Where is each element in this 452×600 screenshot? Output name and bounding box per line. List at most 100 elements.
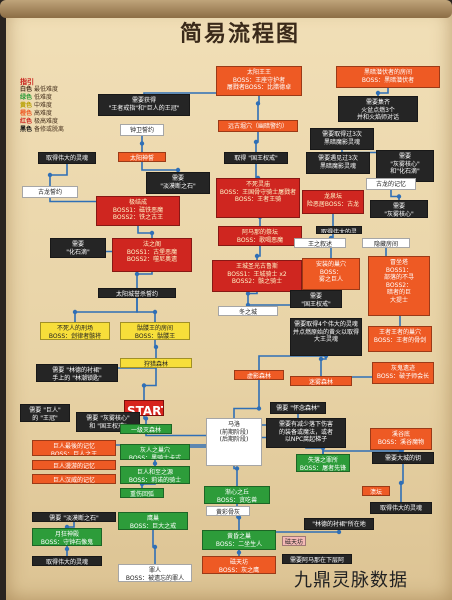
flow-node-prince: 王城圣光古鲁斯 BOSS1：王城骑士 x2 BOSS2：骸之骑士	[212, 260, 302, 292]
flow-node-smelter: 冒坐塔 BOSS1： 部落的不寻 BOSS2： 暗者的巨 大提士	[368, 256, 430, 316]
flow-node-dark-path: 远古堀穴（幽暗警约）	[218, 120, 298, 132]
connector-joint	[236, 550, 242, 555]
legend-color-name: 橙色	[20, 110, 33, 117]
legend-meaning: 中难度	[34, 102, 53, 109]
flow-node-sun-king: 太阳王王 BOSS：王座守护者 屠戮者BOSS：比腊德卓	[216, 66, 302, 96]
legend-color-name: 白色	[20, 86, 33, 93]
connector-joint	[141, 383, 147, 388]
connector-joint	[64, 546, 70, 552]
flow-node-stone-gate: 王之叙述	[294, 238, 346, 248]
connector-joint	[236, 515, 242, 520]
flow-node-majula: 马洛 (前期阶段) (后期阶段)	[206, 418, 262, 466]
connector-joint	[149, 230, 155, 236]
flow-node-need-giant2: 需要 "巨人" 的 "王冠"	[20, 404, 70, 422]
flow-node-sinner: 黄昏之巢 BOSS：二坐生人	[202, 530, 276, 550]
flow-node-lost-forest: 巨人和至之源 BOSS：莉诺的骑士	[120, 466, 190, 484]
flow-node-need-giant: 需要 "国王权戒"	[290, 290, 342, 308]
flow-node-ash-hall: 渐心之丘 BOSS：贪吃兽	[204, 486, 270, 504]
flow-node-waste: 重伤回弧	[120, 488, 164, 498]
flow-node-lost-sin: 失落之罪所 BOSS：屠者先锋	[296, 454, 350, 472]
flow-node-shrine: 黄彩骨灰	[206, 506, 250, 516]
legend-meaning: 低难度	[34, 94, 53, 101]
connector-joint	[375, 90, 381, 96]
legend-row: 黄色中难度	[20, 102, 84, 110]
flow-node-giant-mem3: 巨人汉威的记忆	[32, 474, 116, 484]
flow-node-dragon-shrine: 龙泉坛 险恶居BOSS：古龙	[302, 190, 364, 214]
legend: 指引 白色最低难度 绿色低难度 黄色中难度 橙色高难度 红色极高难度 黑色备修或…	[20, 78, 84, 134]
flow-node-hidden-room: 隐藏房间	[362, 238, 410, 248]
flow-node-need-stair: 需要阿马那在下层阿	[282, 554, 352, 564]
watermark: 九鼎灵脉数据	[294, 570, 408, 591]
connector-joint	[152, 309, 158, 315]
flow-node-ruler-forest: 狩猎森林	[120, 358, 192, 368]
flow-node-cutlass: 灰鬼遗迹 BOSS：破子师会长	[372, 362, 434, 384]
flow-node-ant-dark: 磁天坊	[282, 536, 306, 546]
flow-node-guard-pledge: 钟卫誓约	[120, 124, 164, 136]
flow-node-shallow-ash: 需要 "淡漠断之石"	[146, 172, 210, 194]
flow-node-ice-core: 需要遇见过3次 黑暗魔影灵魂	[306, 152, 370, 174]
flow-node-gutter: 取得伟大的灵魂	[32, 556, 102, 566]
flow-node-need-rose: "林德的衬裙"所在地	[304, 518, 374, 530]
legend-meaning: 最低难度	[34, 86, 59, 93]
flow-node-gray-core: 需要 "灰雾核心" 和"化石滴"	[376, 150, 434, 182]
legend-color-name: 黑色	[20, 126, 33, 133]
flow-node-lib-room: 鹰巢 BOSS：巨大之戒	[118, 512, 188, 530]
connector-joint	[234, 466, 240, 471]
flow-node-deep-forest: 虚影森林	[234, 370, 284, 380]
flow-node-winter: 冬之城	[218, 306, 278, 316]
connector-joint	[245, 291, 251, 296]
legend-row: 白色最低难度	[20, 86, 84, 94]
legend-meaning: 高难度	[34, 110, 53, 117]
connector-joint	[398, 480, 404, 486]
connector-joint	[152, 461, 158, 466]
connector-joint	[152, 544, 158, 550]
flow-node-need-core2: 需要 "灰雾核心"	[370, 200, 428, 218]
flow-node-dark-path2: 需要取得过3次 黑暗魔影灵魂	[310, 128, 374, 150]
flow-node-falling: 溃坛	[362, 486, 390, 496]
flow-node-quarry: 取得伟大的灵魂	[370, 502, 432, 514]
flow-node-need-lib: 需要 "淡漠断之石"	[32, 512, 116, 522]
connector-joint	[143, 416, 149, 421]
connector-joint	[256, 406, 262, 411]
connector-joint	[72, 309, 78, 315]
flow-node-smelter-room: 安装的巢穴 BOSS： 雾之巨人	[302, 258, 360, 290]
page-title: 简易流程图	[179, 22, 300, 47]
connector-joint	[336, 529, 342, 535]
connector-joint	[139, 141, 145, 146]
connector-joint	[254, 253, 260, 259]
legend-color-name: 红色	[20, 118, 33, 125]
legend-color-name: 绿色	[20, 94, 33, 101]
legend-row: 红色极高难度	[20, 118, 84, 126]
connector-joint	[396, 194, 402, 199]
flow-node-sky-peace: 灰人之巢穴 BOSS：黑骑士卡式	[120, 444, 190, 460]
flow-node-grave-room: 骷髅王的房间 BOSS：骷髅王	[120, 322, 190, 340]
flow-node-need-orange: 需要 "林德的衬裙" 手上的 "林潮锁匙"	[36, 364, 118, 382]
flow-node-undead: 不死灵庙 BOSS：王国骨守骑士屠戮者 BOSS：王者王骑	[216, 178, 300, 218]
flow-node-need-stone: 需要 "化石滴"	[50, 238, 106, 258]
legend-row: 黑色备修或脱离	[20, 126, 84, 134]
flow-node-old-pledge: 古龙誓约	[22, 186, 78, 198]
connector-joint	[253, 139, 259, 145]
flow-node-earthen: 罪人 BOSS：被遗忘的罪人	[118, 564, 192, 582]
connector-joint	[47, 172, 53, 178]
legend-title: 指引	[20, 78, 34, 86]
flow-node-twin-dragon: 阿马那的祭坛 BOSS：歌喝恶魔	[218, 226, 302, 246]
flow-node-giant-mem2: 巨人漫游的记忆	[32, 460, 116, 470]
flow-node-need-4: 需要取得4个伟大的灵魂 并点燃原始的黄火以取得 大王灵魂	[290, 318, 362, 356]
flow-node-top-right-2: 需要集齐 火盆点燃3个 并和火焰师对话	[338, 96, 418, 122]
connector-joint	[318, 356, 324, 362]
flow-node-sun-aid: 太阳城誉杀誓约	[98, 288, 176, 298]
connector-joint	[153, 344, 159, 350]
flow-node-old-grey: 古龙的记忆	[366, 178, 416, 190]
flow-node-top-right-1: 黑暗潜伏者的房间 BOSS：黑暗潜伏者	[336, 66, 440, 88]
flow-node-death-king: 溪谷底 BOSS：溪谷魔物	[370, 428, 432, 450]
flow-node-need-key: 需要 "怀念森林"	[270, 402, 326, 414]
flow-node-iron-keep: 磁天坊 BOSS：灰之鹰	[202, 556, 276, 574]
flow-node-bone-king: 王者王者的巢穴 BOSS：王者的骨剑	[368, 326, 432, 352]
flow-node-sun-pledge: 太阳神誓	[118, 152, 166, 162]
scroll-roll-top	[0, 0, 452, 18]
flow-node-return-forest: 迷雾森林	[290, 376, 352, 386]
legend-meaning: 极高难度	[34, 118, 59, 125]
flow-node-need-orb: 需要有减少落下伤害 的装备或魔法，或者 以NPC腐起梯子	[266, 418, 346, 448]
